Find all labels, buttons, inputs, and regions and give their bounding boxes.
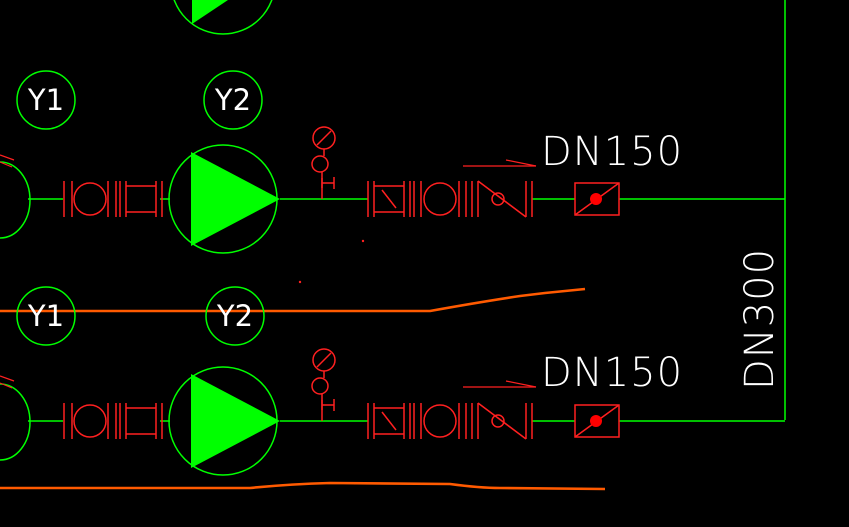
header-size-label: DN300 [737, 248, 783, 390]
header-pipe[interactable]: DN300 [737, 0, 786, 420]
pressure-gauge-icon[interactable] [311, 348, 336, 421]
butterfly-valve-icon[interactable] [63, 403, 117, 439]
flow-meter-icon[interactable] [574, 182, 620, 216]
left-tick-2 [0, 161, 13, 168]
left-pump-partial-icon [0, 161, 31, 239]
gate-valve-icon[interactable] [413, 181, 467, 217]
check-valve-icon[interactable] [367, 403, 411, 439]
left-tick-2 [0, 382, 13, 389]
non-return-valve-icon[interactable] [471, 402, 533, 440]
equipment-tag-y2[interactable]: Y2 [205, 286, 265, 346]
stray-point [298, 280, 302, 284]
tag-circle [16, 70, 76, 130]
pump-casing-icon [173, 0, 273, 35]
gate-valve-icon[interactable] [413, 403, 467, 439]
pump-row-2[interactable]: Y1 Y2 [0, 286, 785, 476]
left-tick-1 [0, 375, 15, 382]
equipment-tag-y1[interactable]: Y1 [16, 70, 76, 130]
butterfly-valve-icon[interactable] [63, 181, 117, 217]
pump-triangle [191, 374, 280, 468]
pump-icon[interactable] [168, 144, 280, 254]
tag-circle [203, 70, 263, 130]
sketch-line [0, 481, 606, 491]
pump-partial-top[interactable] [171, 0, 275, 35]
branch-size-label: DN150 [541, 350, 683, 396]
check-valve-icon[interactable] [367, 181, 411, 217]
tag-label: Y1 [27, 83, 64, 117]
equipment-tag-y2[interactable]: Y2 [203, 70, 263, 130]
non-return-valve-icon[interactable] [471, 180, 533, 218]
branch-size-label: DN150 [541, 129, 683, 175]
pump-icon[interactable] [168, 366, 280, 476]
left-tick-1 [0, 154, 15, 161]
pump-row-1[interactable]: Y1 Y2 [0, 70, 785, 254]
sketch-line [0, 287, 586, 313]
flow-meter-icon[interactable] [574, 404, 620, 438]
tag-label: Y2 [216, 299, 253, 333]
pump-triangle [191, 152, 280, 246]
flow-arrow-icon [463, 380, 537, 388]
tag-label: Y1 [27, 299, 64, 333]
tag-label: Y2 [214, 83, 251, 117]
pressure-gauge-icon[interactable] [311, 126, 336, 199]
tag-circle [16, 286, 76, 346]
stray-point [361, 239, 365, 243]
flexible-joint-icon[interactable] [119, 403, 163, 439]
equipment-tag-y1[interactable]: Y1 [16, 286, 76, 346]
pump-triangle-icon [192, 0, 228, 24]
flexible-joint-icon[interactable] [119, 181, 163, 217]
left-pump-partial-icon [0, 383, 31, 461]
tag-circle [205, 286, 265, 346]
flow-arrow-icon [463, 159, 537, 167]
